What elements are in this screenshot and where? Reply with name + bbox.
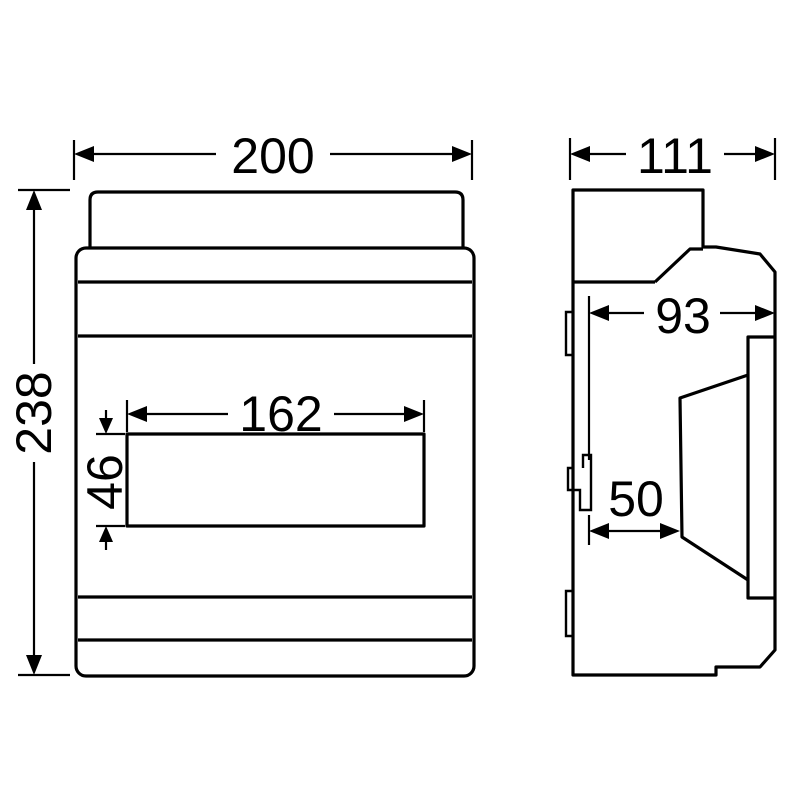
depth-arrow-right [755, 146, 775, 162]
inner-depth-label: 93 [655, 288, 711, 344]
front-body [74, 246, 476, 678]
front-view [74, 190, 476, 678]
side-mount-tab-bottom [564, 589, 573, 638]
side-din-rail-clip [566, 453, 593, 512]
height-arrow-bottom [26, 655, 42, 675]
side-mount-tab-top [564, 310, 573, 357]
dimension-step-depth: 50 [587, 471, 680, 545]
window-height-label: 46 [77, 454, 133, 510]
step-depth-arrow-right [660, 523, 680, 539]
front-top-cap [88, 190, 465, 248]
side-view [564, 188, 777, 677]
dimension-window-width: 162 [125, 386, 426, 442]
side-inner-profile [678, 373, 749, 582]
width-arrow-right [452, 146, 472, 162]
depth-arrow-left [570, 146, 590, 162]
window-width-arrow-left [127, 406, 147, 422]
dimension-window-height: 46 [77, 410, 133, 550]
height-arrow-top [26, 190, 42, 210]
inner-depth-arrow-left [589, 305, 609, 321]
front-label-window [125, 432, 426, 528]
window-height-arrow-bottom [99, 526, 113, 542]
depth-label: 111 [637, 128, 713, 184]
height-label: 238 [6, 371, 62, 454]
dimension-inner-depth: 93 [587, 288, 775, 460]
step-depth-arrow-left [589, 523, 609, 539]
window-width-label: 162 [239, 386, 322, 442]
window-height-arrow-top [99, 418, 113, 434]
window-width-arrow-right [404, 406, 424, 422]
width-label: 200 [231, 128, 314, 184]
dimension-depth: 111 [568, 128, 777, 184]
dimension-height: 238 [6, 188, 70, 677]
side-lid-profile [746, 335, 775, 600]
inner-depth-arrow-right [755, 305, 775, 321]
width-arrow-left [74, 146, 94, 162]
side-outline [571, 188, 777, 677]
side-top-cap-bevel [653, 247, 703, 284]
step-depth-label: 50 [608, 471, 664, 527]
dimension-width: 200 [72, 128, 474, 184]
